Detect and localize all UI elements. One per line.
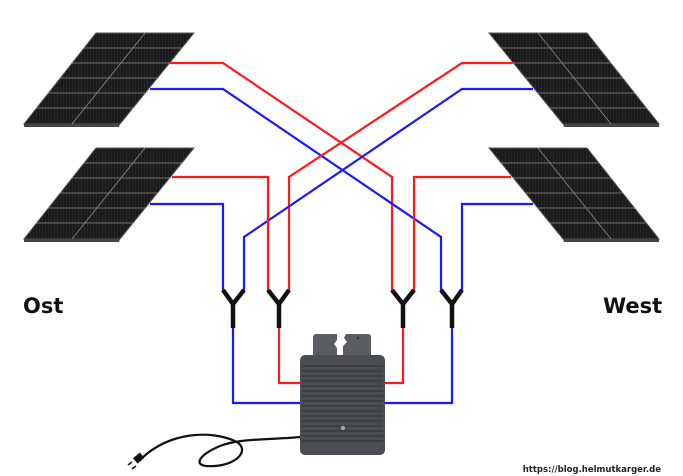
solar-panel-east-bottom [23, 147, 195, 243]
label-west: West [603, 294, 663, 318]
wire-inverter-positive-east [277, 325, 302, 385]
wire-west-bottom-negative [460, 202, 533, 292]
y-connector-icon [266, 288, 291, 328]
wire-east-bottom-positive [172, 175, 270, 292]
power-cord [141, 433, 301, 468]
wire-east-top-positive [170, 61, 394, 292]
solar-panel-west-top [488, 32, 660, 128]
wire-east-top-negative [150, 87, 443, 292]
wire-east-bottom-negative [150, 202, 225, 292]
label-east: Ost [23, 294, 64, 318]
y-connector-icon [390, 288, 416, 328]
credit-url: https://blog.helmutkarger.de [522, 465, 661, 475]
wire-inverter-negative-east [231, 325, 302, 405]
status-led-icon [340, 425, 346, 431]
wire-inverter-negative-west [383, 325, 454, 405]
microinverter [300, 334, 385, 455]
y-connector-icon [221, 288, 246, 328]
wire-west-top-positive [287, 61, 513, 292]
wire-inverter-positive-west [383, 325, 405, 385]
power-plug-icon [127, 452, 145, 470]
solar-panel-east-top [23, 32, 195, 128]
y-connector-icon [439, 288, 464, 328]
solar-panel-west-bottom [488, 147, 660, 243]
wire-west-bottom-positive [412, 175, 511, 292]
wire-west-top-negative [242, 87, 533, 292]
